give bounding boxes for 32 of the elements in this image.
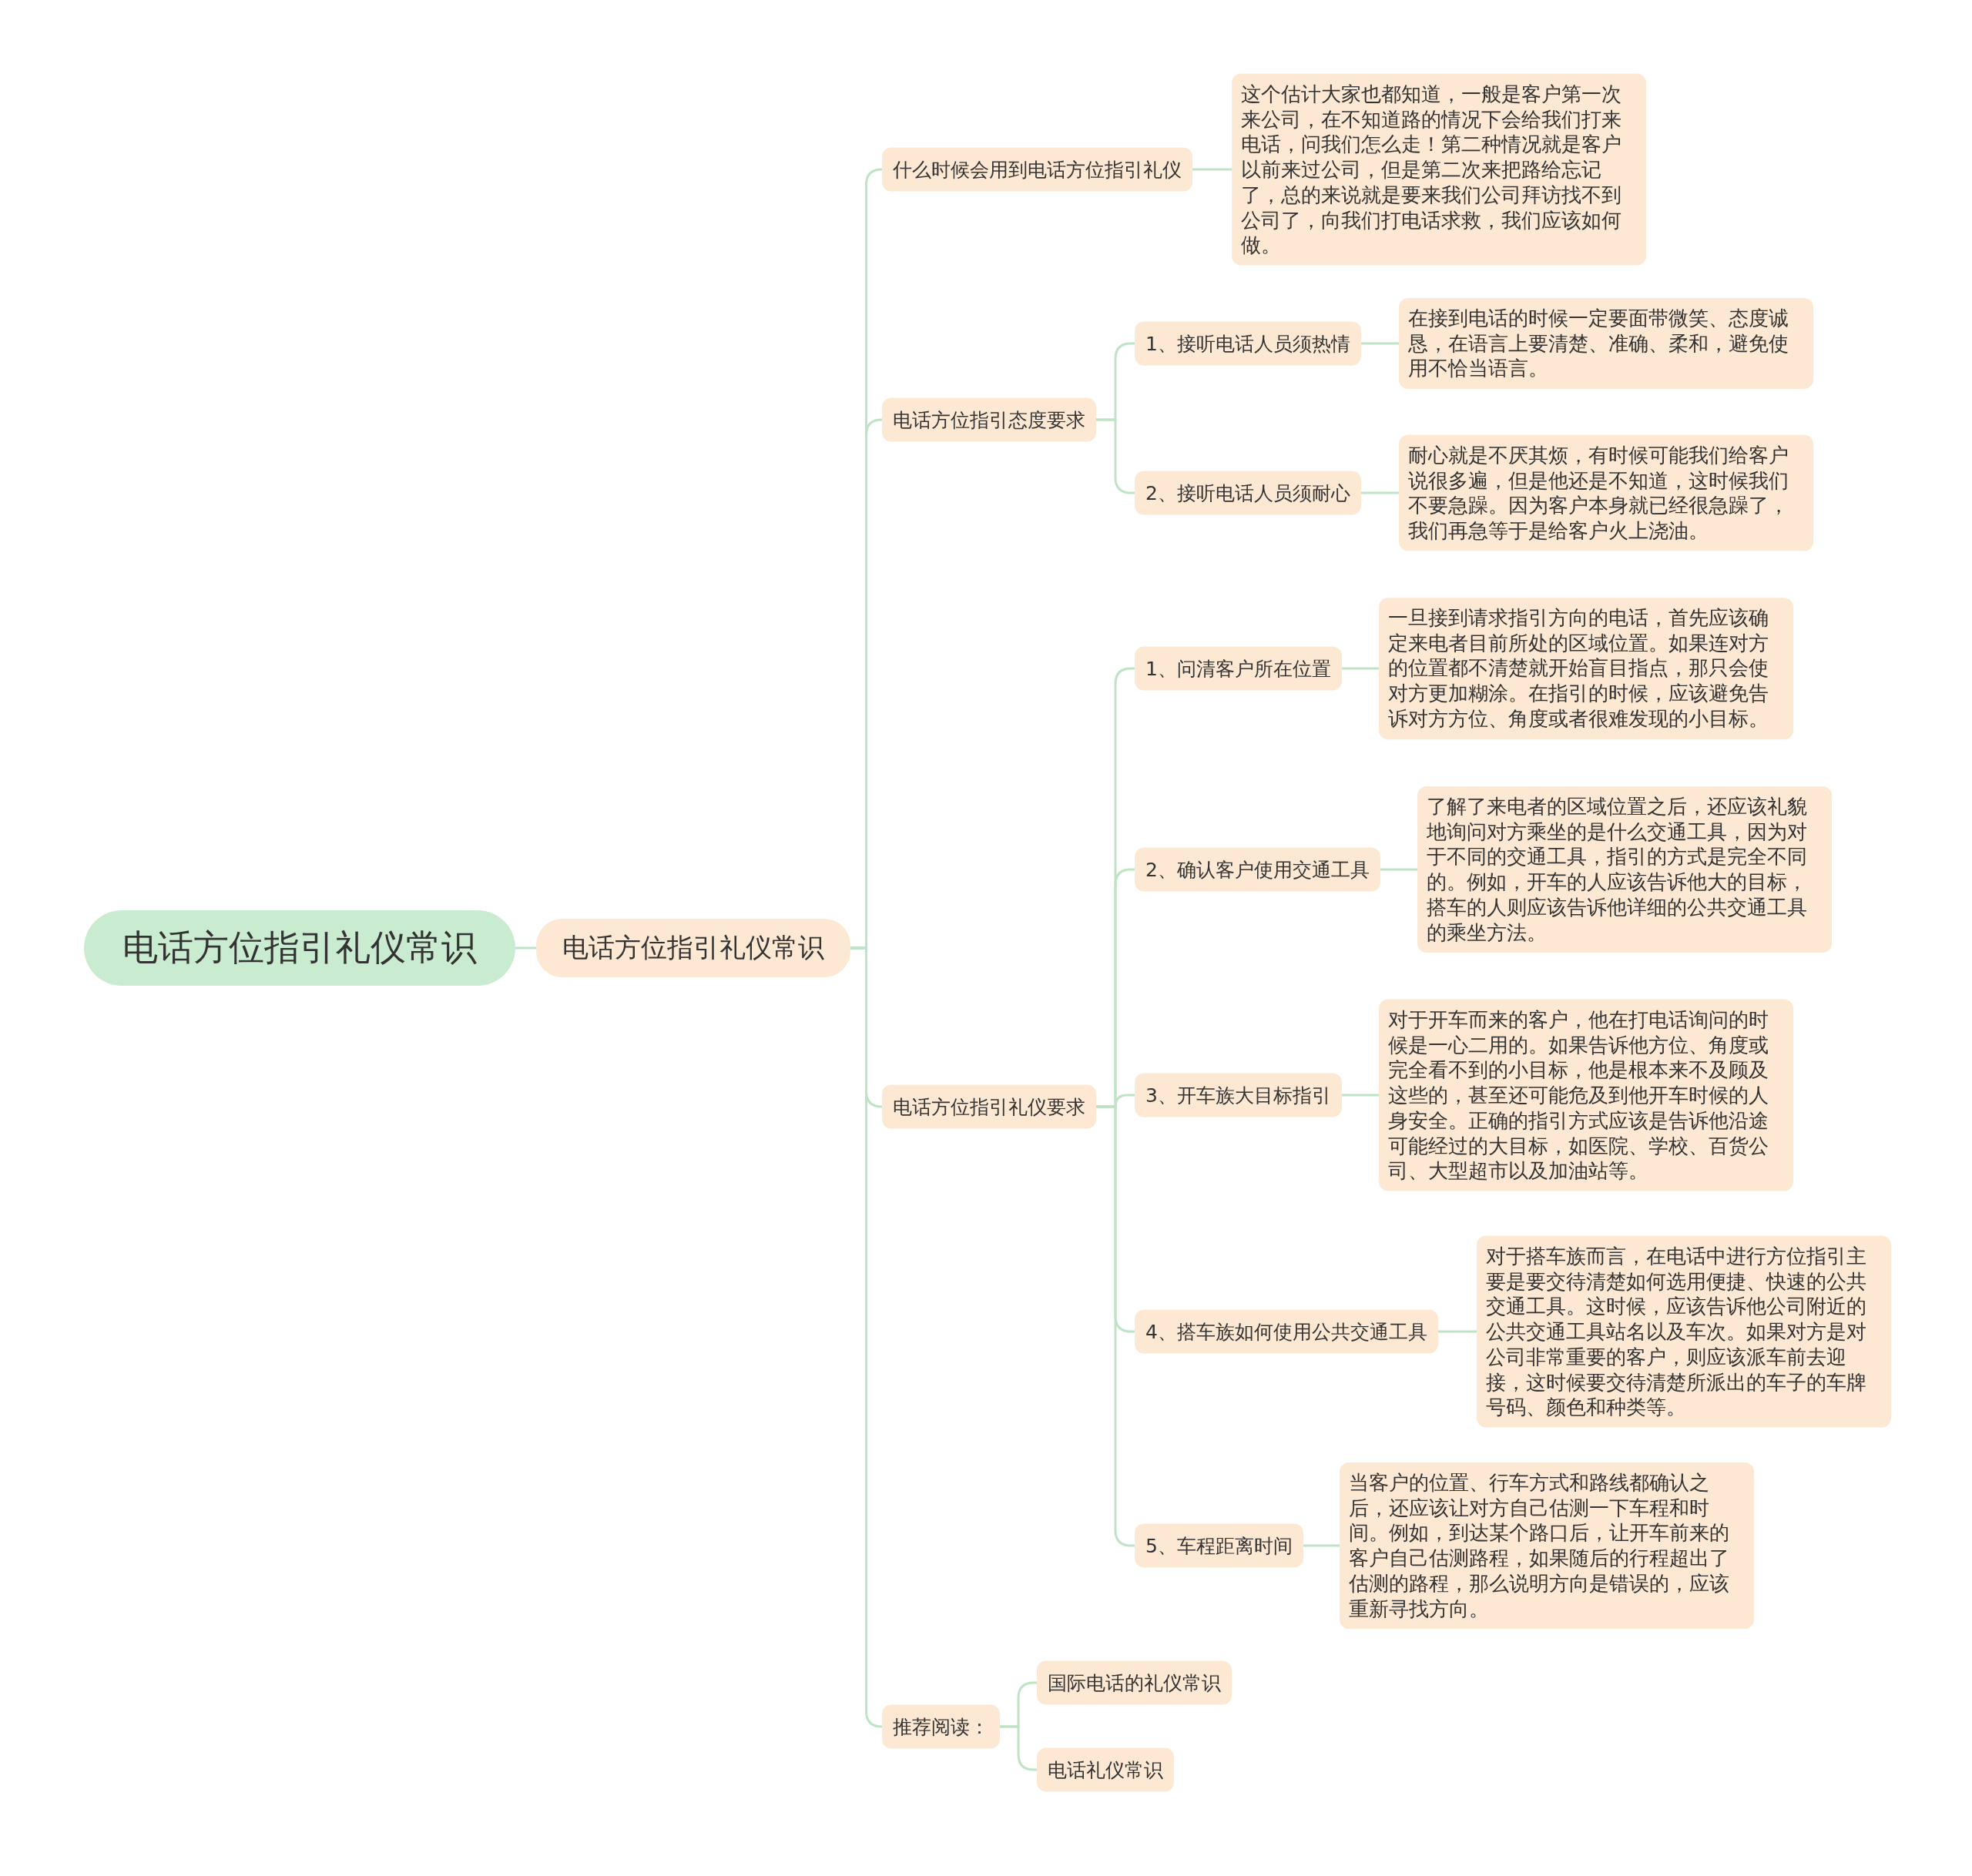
connector — [1342, 667, 1379, 670]
topic-box: 1、问清客户所在位置 — [1135, 646, 1342, 691]
connector — [515, 946, 536, 950]
note-box: 当客户的位置、行车方式和路线都确认之后，还应该让对方自己估测一下车程和时间。例如，到达某个路口后，让开车前来的客户自己估测路程，如果随后的行程超出了估测的路程，那么说明方向是错误的，应该重新寻找方向。 — [1340, 1462, 1754, 1630]
topic-box: 3、开车族大目标指引 — [1135, 1073, 1342, 1117]
connector — [1438, 1330, 1477, 1333]
note-box: 了解了来电者的区域位置之后，还应该礼貌地询问对方乘坐的是什么交通工具，因为对于不同的交通工具，指引的方式是完全不同的。例如，开车的人应该告诉他大的目标，搭车的人则应该告诉他详细的公共交通工具的乘坐方法。 — [1417, 786, 1832, 953]
topic-box: 电话方位指引态度要求 — [882, 397, 1096, 442]
topic-box: 电话方位指引礼仪要求 — [882, 1084, 1096, 1129]
connector — [1192, 168, 1232, 171]
note-box: 这个估计大家也都知道，一般是客户第一次来公司，在不知道路的情况下会给我们打来电话，问我们怎么走！第二种情况就是客户以前来过公司，但是第二次来把路给忘记了，总的来说就是要来我们公司拜访找不到公司了，向我们打电话求救，我们应该如何做。 — [1232, 73, 1646, 266]
connector — [1380, 868, 1417, 871]
connector — [1361, 342, 1399, 345]
topic-box: 4、搭车族如何使用公共交通工具 — [1135, 1309, 1438, 1354]
main-topic: 电话方位指引礼仪常识 — [536, 919, 850, 977]
topic-box: 2、接听电话人员须耐心 — [1135, 471, 1361, 515]
connector — [1342, 1094, 1379, 1097]
topic-box: 5、车程距离时间 — [1135, 1523, 1303, 1568]
note-box: 一旦接到请求指引方向的电话，首先应该确定来电者目前所处的区域位置。如果连对方的位置都不清楚就开始盲目指点，那只会使对方更加糊涂。在指引的时候，应该避免告诉对方方位、角度或者很难发现的小目标。 — [1379, 598, 1793, 739]
note-box: 耐心就是不厌其烦，有时候可能我们给客户说很多遍，但是他还是不知道，这时候我们不要急躁。因为客户本身就已经很急躁了，我们再急等于是给客户火上浇油。 — [1399, 434, 1813, 551]
note-box: 对于开车而来的客户，他在打电话询问的时候是一心二用的。如果告诉他方位、角度或完全看不到的小目标，他是根本来不及顾及这些的，甚至还可能危及到他开车时候的人身安全。正确的指引方式应该是告诉他沿途可能经过的大目标，如医院、学校、百货公司、大型超市以及加油站等。 — [1379, 999, 1793, 1191]
topic-box: 2、确认客户使用交通工具 — [1135, 847, 1380, 892]
note-box: 在接到电话的时候一定要面带微笑、态度诚恳，在语言上要清楚、准确、柔和，避免使用不恰当语言。 — [1399, 297, 1813, 390]
topic-box: 1、接听电话人员须热情 — [1135, 321, 1361, 366]
topic-box: 国际电话的礼仪常识 — [1037, 1660, 1232, 1705]
topic-box: 推荐阅读： — [882, 1704, 1000, 1749]
central-topic: 电话方位指引礼仪常识 — [84, 910, 515, 986]
note-box: 对于搭车族而言，在电话中进行方位指引主要是要交待清楚如何选用便捷、快速的公共交通工具。这时候，应该告诉他公司附近的公共交通工具站名以及车次。如果对方是对公司非常重要的客户，则应该派车前去迎接，这时候要交待清楚所派出的车子的车牌号码、颜色和种类等。 — [1477, 1235, 1891, 1428]
topic-box: 什么时候会用到电话方位指引礼仪 — [882, 147, 1192, 192]
topic-box: 电话礼仪常识 — [1037, 1747, 1174, 1792]
connector — [1303, 1544, 1340, 1547]
connector — [1361, 491, 1399, 494]
